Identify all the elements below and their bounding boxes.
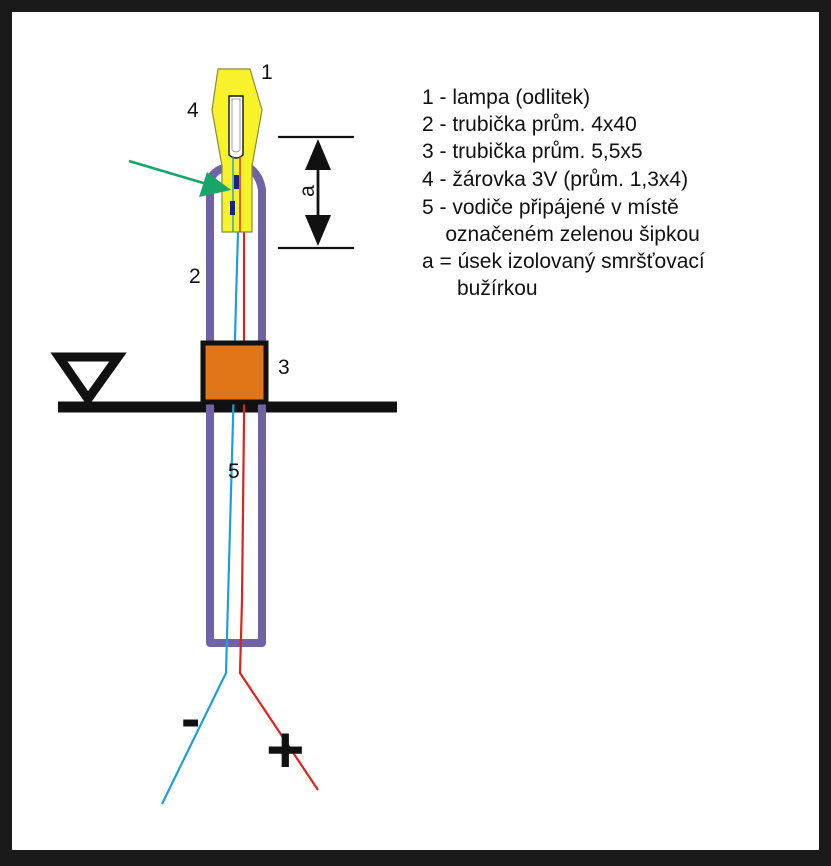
legend: 1 - lampa (odlitek) 2 - trubička prům. 4… xyxy=(422,86,705,300)
wire-negative xyxy=(161,231,240,805)
legend-line: 2 - trubička prům. 4x40 xyxy=(422,113,637,136)
label-4: 4 xyxy=(187,99,199,122)
green-arrow-head xyxy=(199,172,231,197)
dim-a-label: a xyxy=(296,185,319,197)
solder-joint-lower xyxy=(230,201,235,215)
solder-joint-upper xyxy=(234,175,239,189)
legend-line: 5 - vodiče připájené v místě xyxy=(422,196,679,219)
plus-sign: + xyxy=(266,712,305,786)
legend-line: 3 - trubička prům. 5,5x5 xyxy=(422,140,643,163)
wire-positive xyxy=(238,232,319,791)
bulb-inner xyxy=(231,98,241,153)
label-2: 2 xyxy=(189,265,201,288)
label-1: 1 xyxy=(261,61,273,84)
diagram-canvas xyxy=(12,12,819,850)
legend-line: a = úsek izolovaný smršťovací xyxy=(422,250,705,273)
water-level-icon xyxy=(50,352,127,407)
tube-short-sleeve xyxy=(200,340,269,405)
legend-line: bužírkou xyxy=(422,277,538,300)
minus-sign: - xyxy=(181,686,200,751)
legend-line: 4 - žárovka 3V (prům. 1,3x4) xyxy=(422,168,688,191)
legend-line: označeném zelenou šipkou xyxy=(422,223,700,246)
legend-line: 1 - lampa (odlitek) xyxy=(422,86,590,109)
label-3: 3 xyxy=(278,356,290,379)
label-5: 5 xyxy=(228,460,240,483)
dim-a-arrow-up xyxy=(305,139,331,170)
green-arrow-shaft xyxy=(128,159,211,187)
dim-a-arrow-down xyxy=(305,215,331,246)
